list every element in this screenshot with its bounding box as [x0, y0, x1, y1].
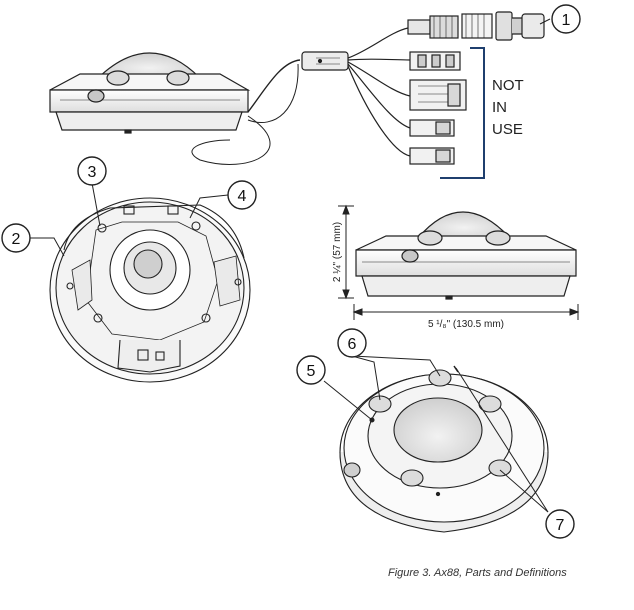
callout-4-label: 4 — [238, 188, 247, 205]
callout-7-label: 7 — [556, 517, 565, 534]
callout-3-label: 3 — [88, 164, 97, 181]
callout-1-label: 1 — [562, 12, 571, 29]
camera-dimension-view — [355, 211, 577, 300]
callout-5: 5 — [296, 355, 326, 385]
callout-1: 1 — [551, 4, 581, 34]
dimension-lines — [338, 204, 580, 320]
callout-2: 2 — [1, 223, 31, 253]
not-in-use-line-3: USE — [492, 121, 523, 138]
not-in-use-bracket: NOT IN USE — [440, 47, 524, 179]
callout-5-label: 5 — [307, 363, 316, 380]
callout-4: 4 — [227, 180, 257, 210]
height-dimension-label: 2 ¼" (57 mm) — [331, 222, 343, 282]
camera-perspective-view — [339, 365, 549, 533]
callout-6: 6 — [337, 328, 367, 358]
camera-side-view-top — [49, 11, 545, 165]
figure-caption: Figure 3. Ax88, Parts and Definitions — [388, 567, 567, 579]
not-in-use-line-1: NOT — [492, 77, 524, 94]
callout-7: 7 — [545, 509, 575, 539]
width-dimension-label: 5 ¹/₈" (130.5 mm) — [428, 319, 504, 330]
not-in-use-line-2: IN — [492, 99, 507, 116]
camera-base-view — [49, 197, 251, 383]
callout-6-label: 6 — [348, 336, 357, 353]
callout-leaders — [29, 18, 551, 513]
callout-2-label: 2 — [12, 231, 21, 248]
callout-3: 3 — [77, 156, 107, 186]
